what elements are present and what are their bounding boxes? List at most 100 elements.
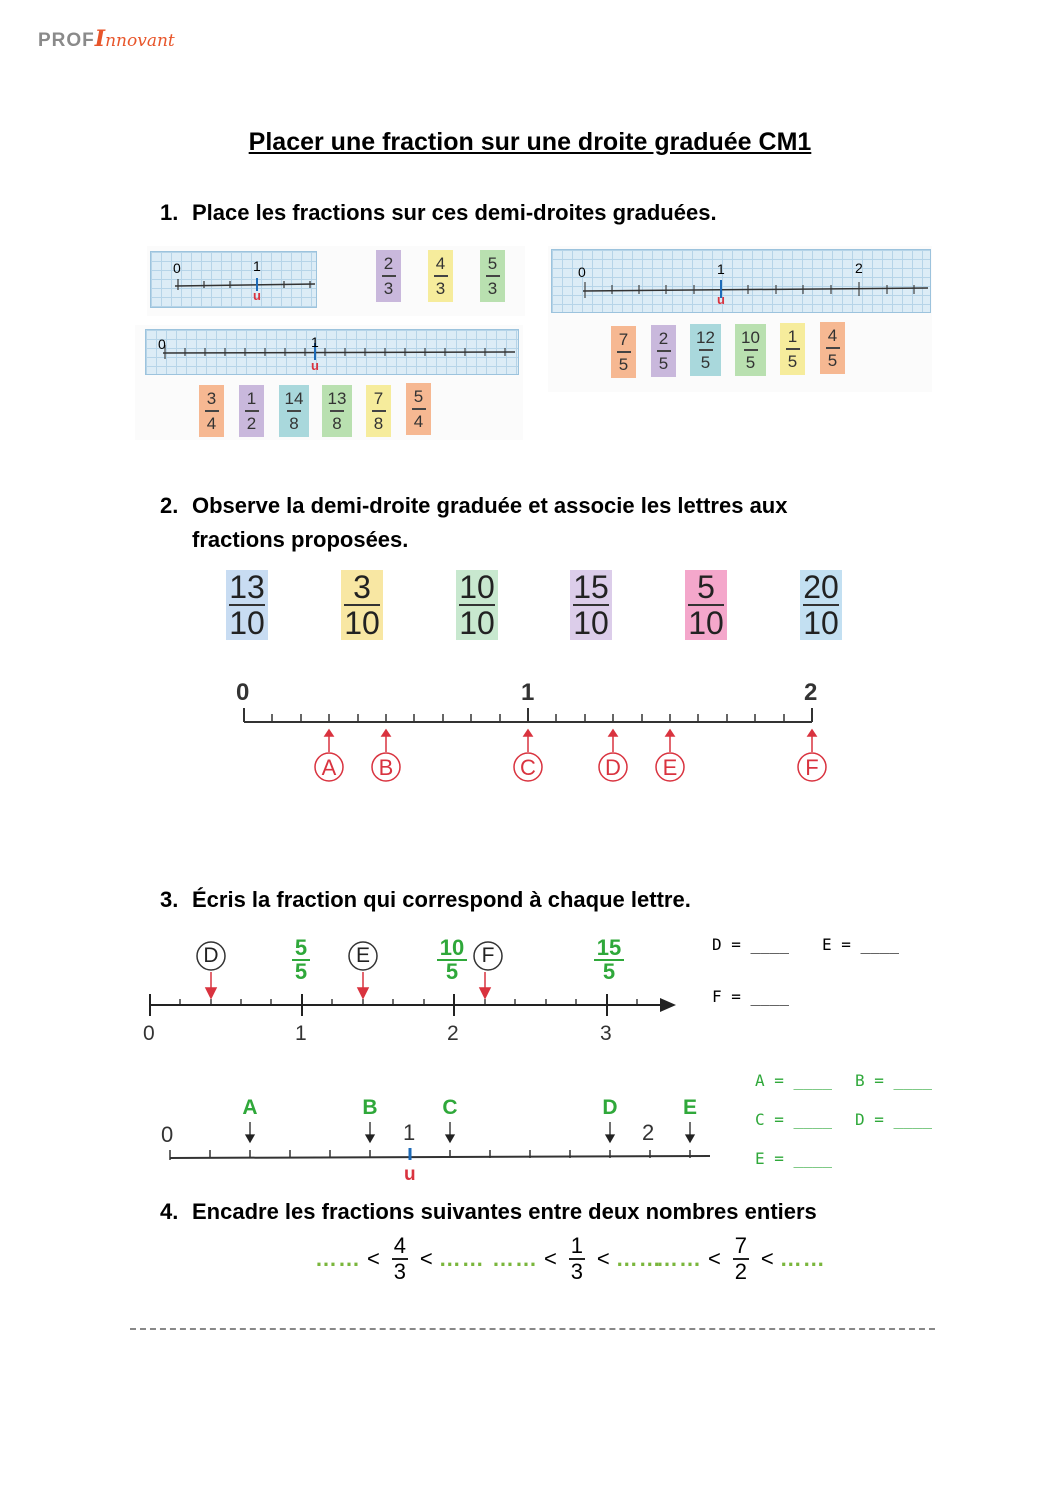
tick-label: 1 (295, 1022, 307, 1045)
tick-label: 3 (600, 1022, 612, 1045)
answer-field-a[interactable]: A = ____ (755, 1071, 833, 1090)
point-letter: B (378, 755, 394, 780)
point-letter: E (355, 944, 370, 967)
tick-label: 0 (173, 260, 181, 276)
q1b-number-line (162, 343, 516, 360)
point-letter: E (662, 755, 678, 780)
point-letter: D (605, 755, 621, 780)
answer-field-e2[interactable]: E = ____ (755, 1149, 833, 1168)
q3-number-line-1 (149, 941, 676, 1016)
unit-label: u (717, 292, 725, 307)
question-2: 2. Observe la demi-droite graduée et asso… (160, 493, 787, 519)
question-number: 1. (160, 200, 179, 225)
logo: PROFInnovant (38, 26, 175, 52)
logo-rest: nnovant (105, 31, 175, 51)
point-letter: F (481, 944, 495, 967)
logo-i: I (94, 26, 106, 52)
q2-number-line (243, 708, 827, 782)
tick-label: 2 (447, 1022, 459, 1045)
page-title: Placer une fraction sur une droite gradu… (248, 128, 812, 156)
answer-field-e[interactable]: E = ____ (822, 935, 900, 954)
tick-label: 0 (143, 1022, 155, 1045)
question-text: Écris la fraction qui correspond à chaqu… (192, 887, 691, 912)
q1a-number-line (174, 278, 316, 291)
question-number: 3. (160, 887, 179, 912)
question-text: Observe la demi-droite graduée et associ… (192, 493, 788, 518)
tick-label: 1 (311, 334, 319, 350)
tick-label: 1 (717, 261, 725, 277)
question-text: Place les fractions sur ces demi-droites… (192, 200, 717, 225)
point-letter: E (682, 1096, 697, 1119)
unit-label: u (311, 358, 319, 373)
point-letter: F (805, 755, 819, 780)
tick-label: 0 (236, 679, 250, 706)
logo-prof: PROF (38, 30, 95, 51)
answer-field-c[interactable]: C = ____ (755, 1110, 833, 1129)
q1c-number-line (582, 280, 929, 298)
tick-label: 0 (158, 336, 166, 352)
point-letter: A (242, 1096, 258, 1119)
point-letter: D (203, 944, 219, 967)
tick-label: 0 (578, 264, 586, 280)
graduated-grid (150, 251, 317, 308)
dashed-separator (130, 1328, 935, 1330)
q3-number-line-2 (169, 1122, 711, 1160)
question-4: 4. Encadre les fractions suivantes entre … (160, 1199, 817, 1225)
answer-field-f[interactable]: F = ____ (712, 987, 790, 1006)
question-1: 1. Place les fractions sur ces demi-droit… (160, 200, 717, 226)
tick-label: 0 (161, 1122, 174, 1147)
tick-label: 1 (403, 1120, 416, 1145)
answer-field-d2[interactable]: D = ____ (855, 1110, 933, 1129)
question-text: Encadre les fractions suivantes entre de… (192, 1199, 817, 1224)
answer-field-b[interactable]: B = ____ (855, 1071, 933, 1090)
tick-label: 2 (642, 1120, 655, 1145)
answer-field-d[interactable]: D = ____ (712, 935, 790, 954)
unit-label: u (253, 288, 261, 303)
question-2-continued: fractions proposées. (192, 527, 409, 552)
question-number: 2. (160, 493, 179, 518)
question-3: 3. Écris la fraction qui correspond à cha… (160, 887, 691, 913)
tick-label: 1 (521, 679, 535, 706)
point-letter: B (362, 1096, 378, 1119)
point-letter: A (321, 755, 337, 780)
point-letter: C (520, 755, 536, 780)
unit-label: u (404, 1164, 416, 1185)
question-number: 4. (160, 1199, 179, 1224)
graduated-grid (551, 249, 931, 313)
tick-label: 2 (855, 260, 863, 276)
point-letter: C (442, 1096, 458, 1119)
tick-label: 2 (804, 679, 818, 706)
